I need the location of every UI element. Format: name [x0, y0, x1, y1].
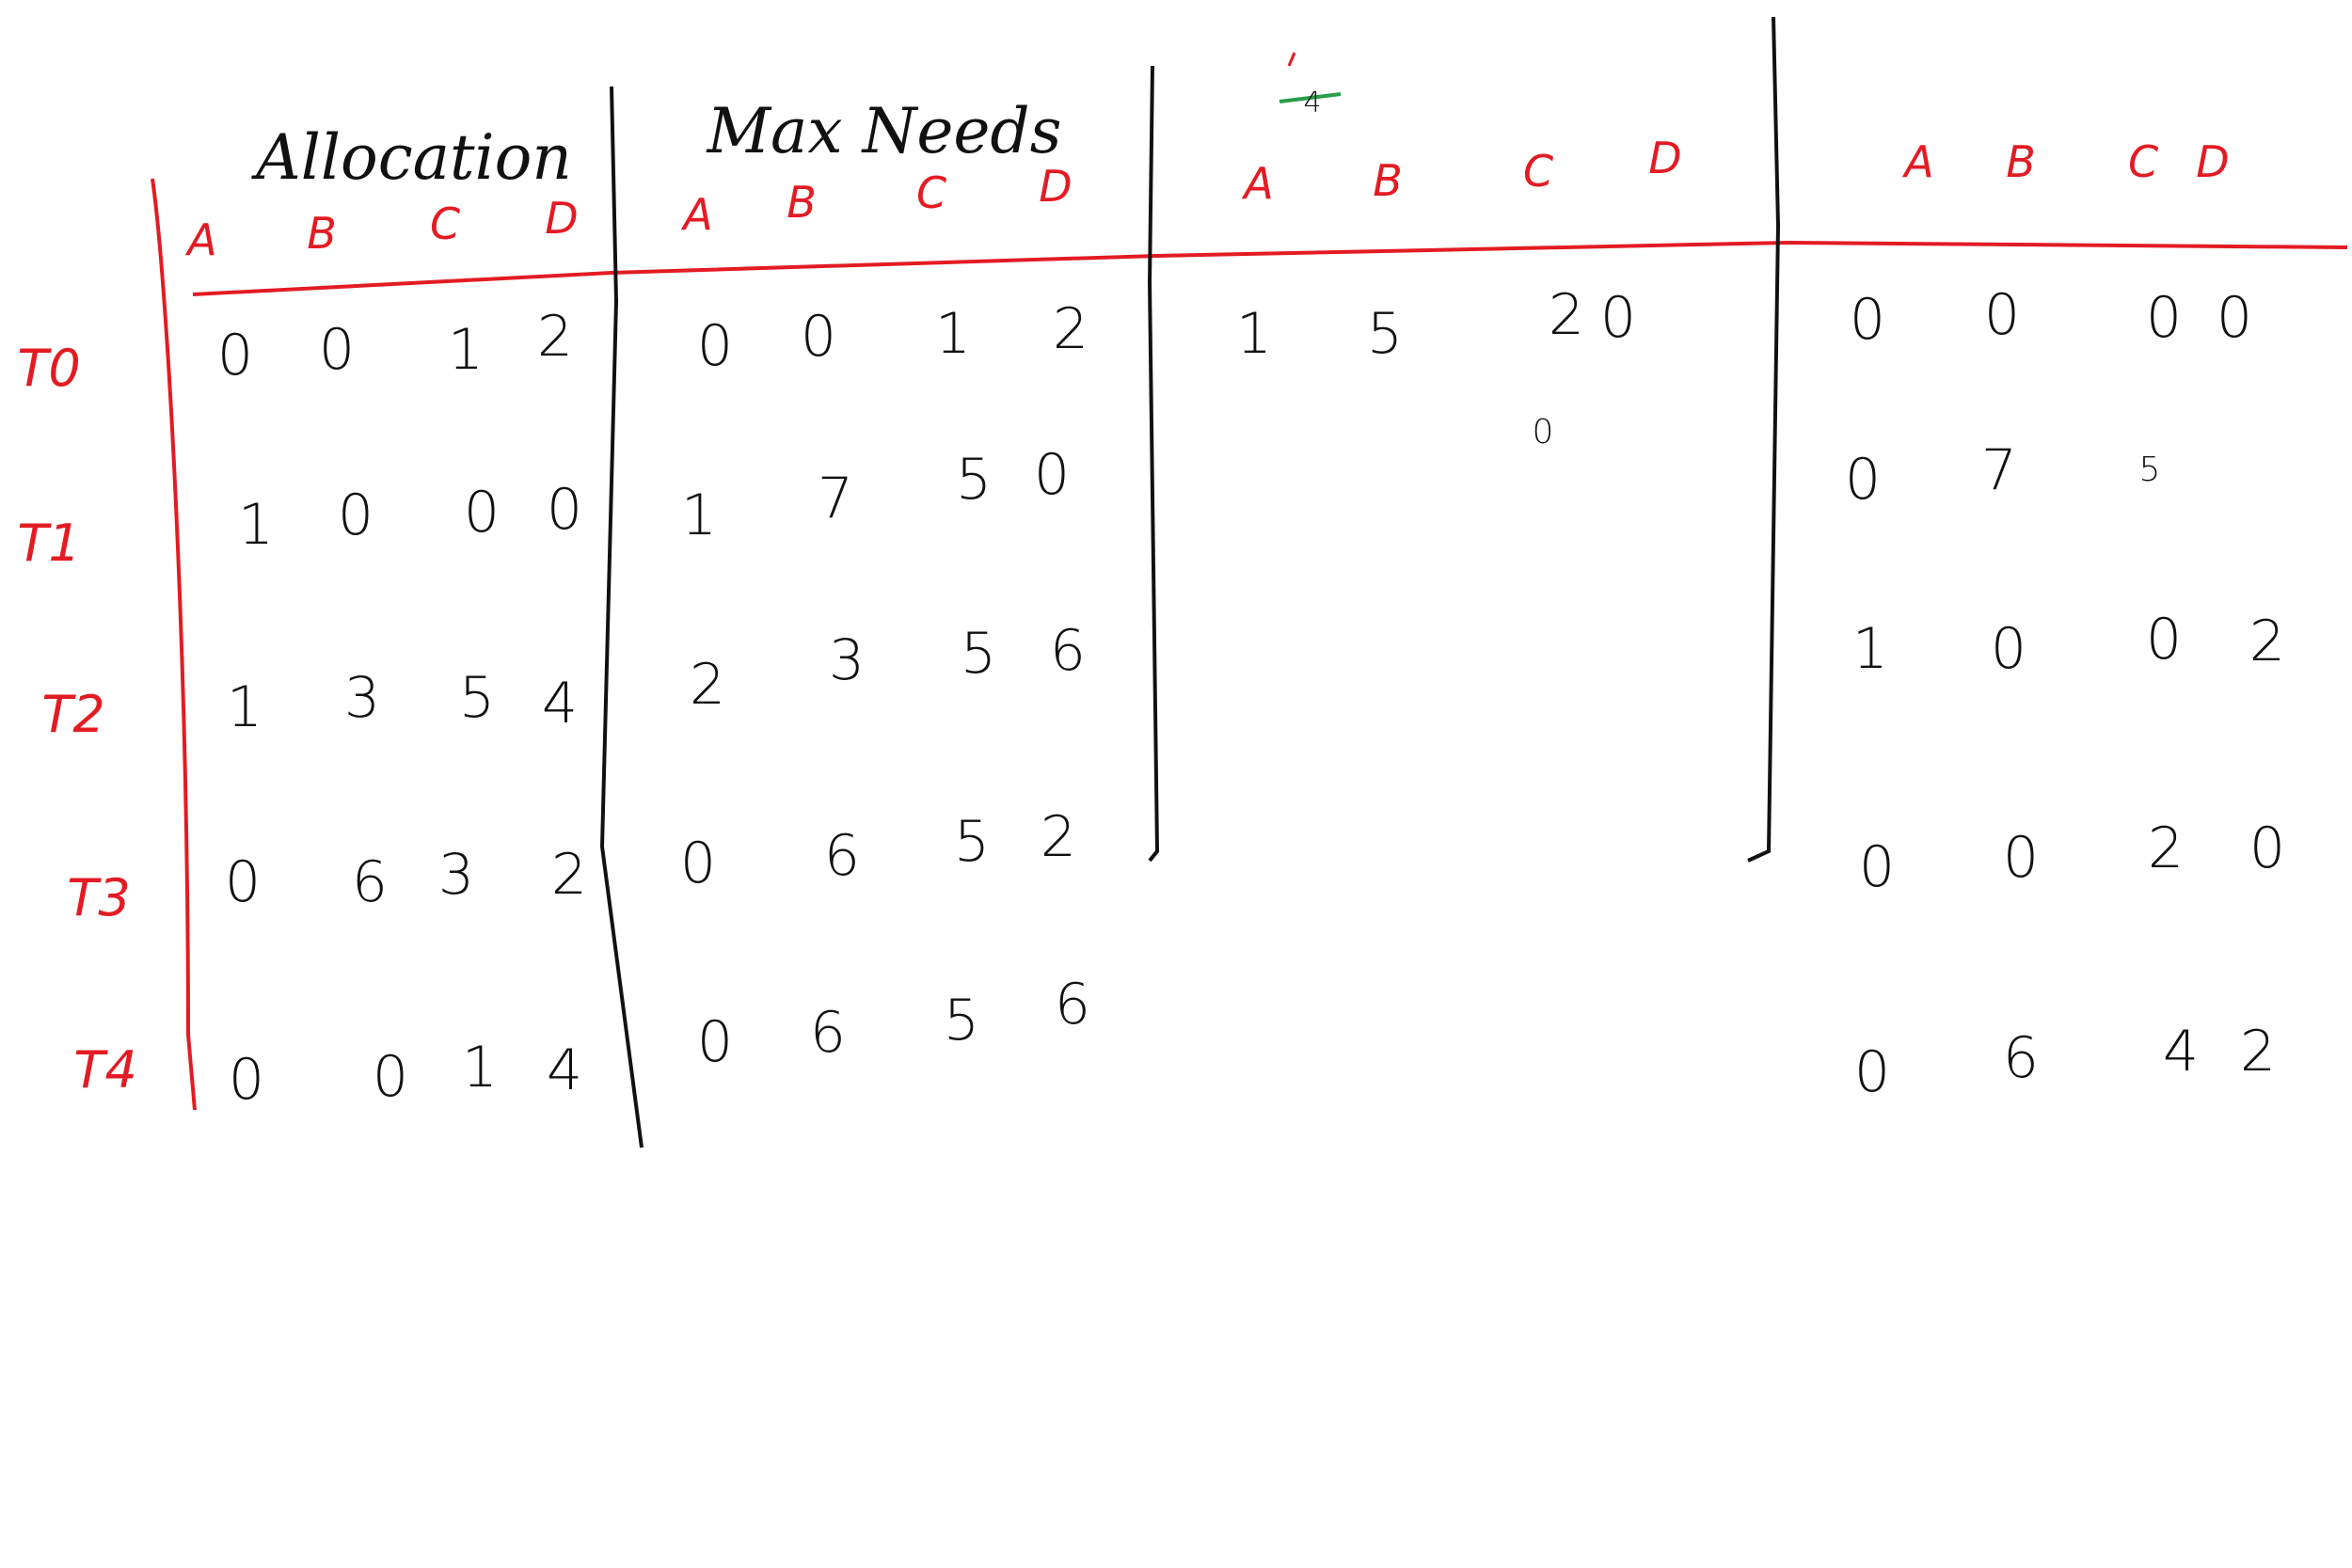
available-cell: 2 [1548, 282, 1585, 348]
matrix-cell: 4 [2162, 1019, 2200, 1085]
red-tick-mark [1287, 52, 1296, 67]
matrix-cell: 4 [546, 1037, 583, 1103]
green-strike-mark [1279, 92, 1342, 103]
matrix-cell: 6 [1054, 972, 1091, 1037]
matrix-cell: 0 [696, 313, 734, 379]
matrix-cell: 1 [680, 483, 718, 548]
column-header: B [787, 177, 817, 228]
row-label: T0 [17, 339, 81, 398]
matrix-cell: 0 [1033, 442, 1071, 508]
matrix-cell: 2 [2249, 609, 2286, 674]
column-header: B [2006, 136, 2036, 187]
matrix-cell: 0 [546, 477, 583, 543]
matrix-cell: 1 [237, 492, 275, 558]
matrix-cell: 0 [337, 483, 374, 548]
matrix-cell: 5 [953, 809, 991, 875]
column-header: D [1039, 161, 1073, 212]
matrix-cell: 5 [943, 988, 980, 1053]
matrix-cell: 6 [823, 823, 861, 889]
matrix-cell: 0 [1844, 447, 1882, 513]
matrix-cell: 5 [960, 621, 997, 687]
matrix-cell: 2 [2147, 816, 2185, 881]
divider-max-available [1147, 65, 1160, 863]
matrix-cell: 2 [1040, 804, 1077, 870]
matrix-cell: 1 [461, 1035, 499, 1101]
column-header: C [2127, 136, 2159, 187]
matrix-cell: 0 [463, 480, 501, 546]
matrix-cell: 3 [343, 665, 381, 731]
available-cell: 0 [1599, 285, 1637, 351]
matrix-cell: 2 [550, 842, 588, 908]
matrix-cell: 5 [458, 665, 496, 731]
matrix-cell: 0 [696, 1009, 734, 1075]
matrix-cell: 0 [318, 317, 356, 383]
row-label: T3 [67, 868, 131, 927]
available-cell: 1 [1235, 301, 1273, 367]
column-header: A [1244, 158, 1274, 209]
matrix-cell: 0 [1990, 616, 2027, 682]
matrix-cell: 0 [372, 1044, 409, 1110]
column-header: D [2196, 136, 2230, 187]
matrix-cell: 0 [2216, 285, 2253, 351]
matrix-cell: 0 [1849, 287, 1886, 353]
matrix-cell: 0 [224, 849, 262, 915]
column-header: C [429, 198, 461, 249]
matrix-cell: 0 [228, 1047, 265, 1113]
matrix-cell: 5 [955, 447, 993, 513]
matrix-cell: 0 [1983, 282, 2021, 348]
max-needs-title: Max Needs [707, 95, 1062, 167]
matrix-cell: 3 [437, 842, 475, 908]
column-header: A [187, 214, 217, 265]
matrix-cell: 1 [934, 301, 972, 367]
matrix-cell: 2 [536, 304, 574, 370]
divider-allocation-max [599, 86, 644, 1148]
column-header: C [915, 167, 947, 218]
matrix-cell: 1 [447, 317, 485, 383]
matrix-cell: 5 [2138, 451, 2161, 489]
row-label: T1 [17, 514, 81, 573]
column-header: A [683, 189, 713, 240]
matrix-cell: 2 [2239, 1019, 2277, 1085]
column-header: D [545, 193, 579, 244]
matrix-cell: 7 [817, 466, 854, 531]
allocation-title: Allocation [256, 121, 572, 194]
matrix-cell: 2 [689, 652, 726, 718]
column-header: B [307, 208, 337, 259]
column-header: B [1373, 155, 1403, 206]
matrix-cell: 0 [216, 323, 254, 388]
matrix-cell: 0 [2145, 607, 2183, 673]
matrix-cell: 6 [351, 849, 389, 915]
matrix-cell: 2 [1052, 296, 1089, 362]
divider-available-need [1747, 16, 1781, 863]
row-label: T2 [41, 685, 105, 744]
matrix-cell: 0 [2145, 285, 2183, 351]
matrix-cell: 0 [1853, 1039, 1891, 1105]
matrix-cell: 0 [800, 304, 837, 370]
available-note: 0 [1532, 413, 1554, 451]
matrix-cell: 0 [1858, 834, 1896, 900]
column-header: D [1648, 133, 1682, 183]
column-header: A [1904, 136, 1934, 187]
column-header: C [1522, 146, 1554, 197]
matrix-cell: 6 [1049, 618, 1087, 684]
matrix-cell: 6 [2002, 1025, 2040, 1091]
matrix-cell: 0 [2249, 816, 2286, 881]
header-divider-line [192, 240, 2348, 296]
matrix-cell: 4 [541, 671, 579, 736]
matrix-cell: 6 [809, 1000, 847, 1066]
row-label: T4 [73, 1040, 137, 1100]
matrix-cell: 7 [1980, 437, 2018, 503]
matrix-cell: 3 [828, 627, 866, 693]
matrix-cell: 0 [2002, 825, 2040, 891]
matrix-cell: 1 [226, 674, 263, 740]
matrix-cell: 0 [679, 831, 717, 896]
matrix-cell: 1 [1851, 616, 1889, 682]
available-mark: 4 [1303, 87, 1322, 119]
available-cell: 5 [1366, 301, 1404, 367]
row-label-divider-line [151, 178, 197, 1111]
